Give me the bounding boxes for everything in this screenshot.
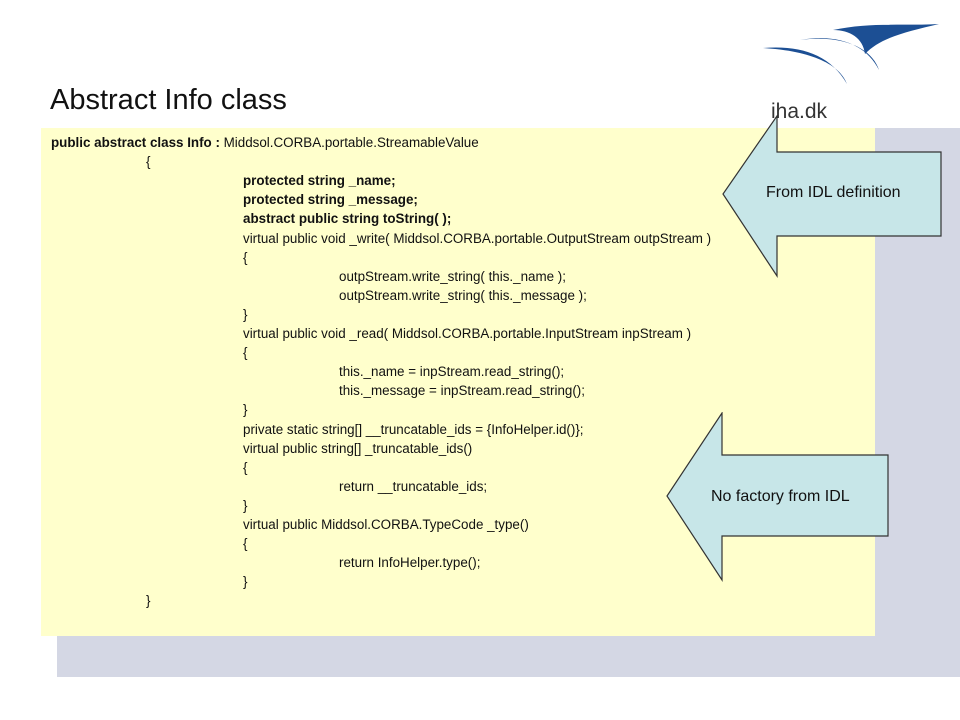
code-line: virtual public string[] _truncatable_ids… xyxy=(243,441,472,457)
logo-swoosh-1 xyxy=(763,47,847,84)
code-text-span: } xyxy=(243,498,248,513)
code-line: } xyxy=(243,574,247,590)
callout-no-factory xyxy=(666,412,889,582)
code-line: public abstract class Info : Middsol.COR… xyxy=(51,135,479,151)
callout-from-idl-arrow xyxy=(722,115,942,278)
code-keyword-span: abstract public string toString( ); xyxy=(243,211,452,226)
logo-swoosh-3 xyxy=(833,24,939,54)
code-line: } xyxy=(243,498,247,514)
code-line: protected string _name; xyxy=(243,173,396,189)
code-text-span: return __truncatable_ids; xyxy=(339,479,488,494)
iha-logo: iha.dk xyxy=(763,24,939,122)
logo-text: iha.dk xyxy=(771,100,828,122)
code-text-span: this._message = inpStream.read_string(); xyxy=(339,383,585,398)
code-line: { xyxy=(146,154,150,170)
code-line: { xyxy=(243,345,247,361)
code-line: protected string _message; xyxy=(243,192,418,208)
code-line: { xyxy=(243,250,247,266)
code-line: } xyxy=(243,402,247,418)
code-text-span: Middsol.CORBA.portable.StreamableValue xyxy=(219,135,479,150)
code-line: return InfoHelper.type(); xyxy=(339,555,480,571)
code-text-span: { xyxy=(243,345,248,360)
code-line: { xyxy=(243,536,247,552)
code-text-span: } xyxy=(146,593,151,608)
code-keyword-span: protected string _name; xyxy=(243,173,396,188)
code-text-span: { xyxy=(243,250,248,265)
code-text-span: } xyxy=(243,574,248,589)
code-line: } xyxy=(146,593,150,609)
code-text-span: return InfoHelper.type(); xyxy=(339,555,481,570)
callout-from-idl xyxy=(722,115,942,278)
code-text-span: outpStream.write_string( this._message )… xyxy=(339,288,587,303)
code-line: { xyxy=(243,460,247,476)
code-text-span: } xyxy=(243,307,248,322)
code-line: outpStream.write_string( this._name ); xyxy=(339,269,566,285)
code-line: private static string[] __truncatable_id… xyxy=(243,422,584,438)
code-keyword-span: public abstract class Info : xyxy=(51,135,220,150)
code-text-span: outpStream.write_string( this._name ); xyxy=(339,269,566,284)
code-keyword-span: protected string _message; xyxy=(243,192,418,207)
code-text-span: { xyxy=(243,460,248,475)
code-text-span: { xyxy=(146,154,151,169)
code-text-span: this._name = inpStream.read_string(); xyxy=(339,364,565,379)
callout-from-idl-label: From IDL definition xyxy=(766,184,901,201)
code-line: virtual public Middsol.CORBA.TypeCode _t… xyxy=(243,517,529,533)
code-line: abstract public string toString( ); xyxy=(243,211,451,227)
code-text-span: private static string[] __truncatable_id… xyxy=(243,422,584,437)
code-line: this._message = inpStream.read_string(); xyxy=(339,383,585,399)
slide-title: Abstract Info class xyxy=(50,84,287,116)
code-text-span: } xyxy=(243,402,248,417)
code-line: outpStream.write_string( this._message )… xyxy=(339,288,587,304)
callout-no-factory-label: No factory from IDL xyxy=(711,488,850,505)
code-line: virtual public void _read( Middsol.CORBA… xyxy=(243,326,691,342)
code-line: virtual public void _write( Middsol.CORB… xyxy=(243,231,711,247)
code-text-span: virtual public string[] _truncatable_ids… xyxy=(243,441,473,456)
code-text-span: { xyxy=(243,536,248,551)
code-text-span: virtual public Middsol.CORBA.TypeCode _t… xyxy=(243,517,529,532)
callout-no-factory-arrow xyxy=(666,412,889,582)
code-text-span: virtual public void _write( Middsol.CORB… xyxy=(243,231,712,246)
code-line: return __truncatable_ids; xyxy=(339,479,487,495)
code-line: } xyxy=(243,307,247,323)
code-line: this._name = inpStream.read_string(); xyxy=(339,364,564,380)
code-text-span: virtual public void _read( Middsol.CORBA… xyxy=(243,326,692,341)
